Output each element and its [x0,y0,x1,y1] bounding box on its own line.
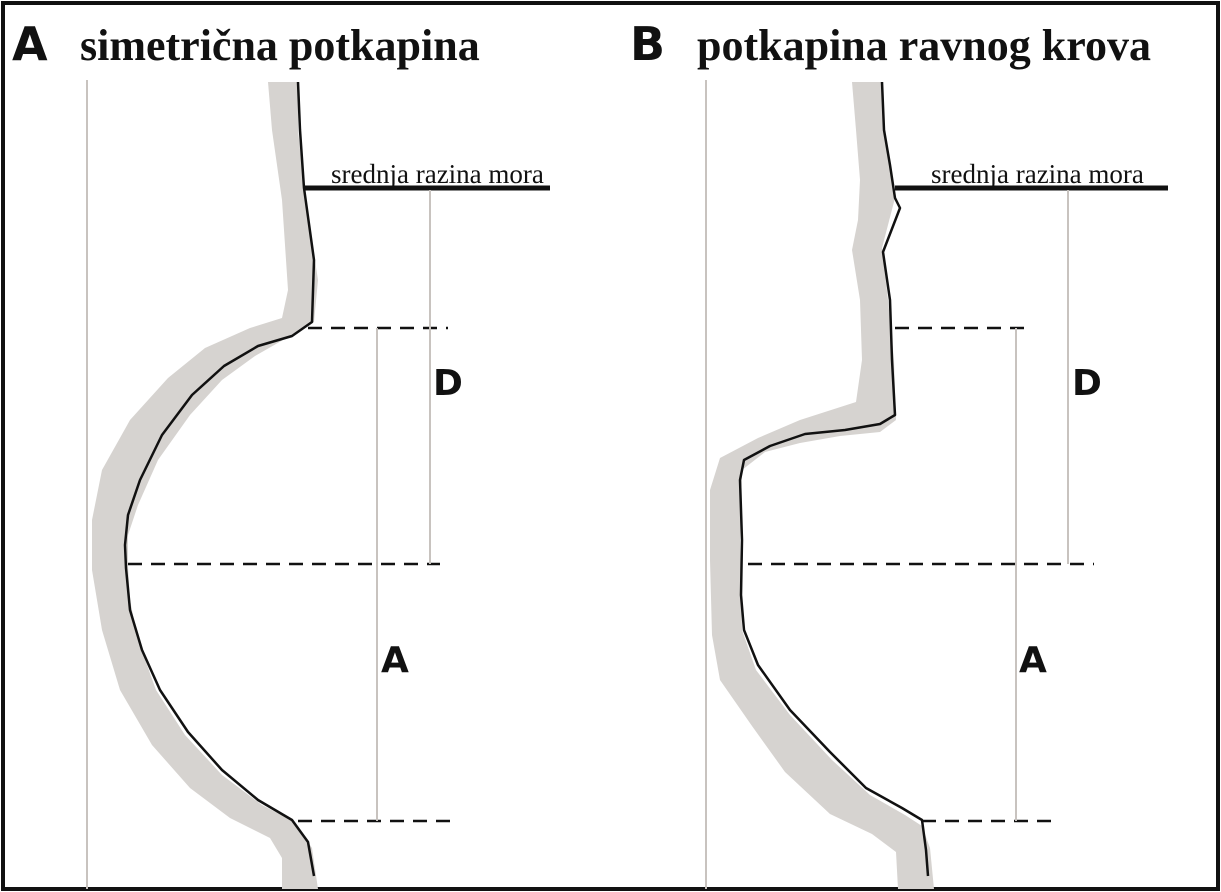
panel-b-title: potkapina ravnog krova [697,21,1151,70]
panel-b-depth-label: D [1072,363,1102,404]
panel-b-rock-outline [740,82,928,876]
panel-a-rock-band [92,82,318,889]
panel-b-sea-level-label: srednja razina mora [931,159,1144,189]
panel-b: B potkapina ravnog krova srednja razina … [630,17,1168,889]
panel-b-rock-band [710,82,934,889]
panel-b-letter: B [630,17,665,71]
panel-a-letter: A [12,17,48,71]
panel-a-amplitude-label: A [381,640,409,681]
panel-a-title: simetrična potkapina [80,21,480,70]
panel-b-amplitude-label: A [1019,640,1047,681]
panel-a-depth-label: D [433,363,463,404]
panel-a: A simetrična potkapina srednja razina mo… [12,17,550,889]
panel-a-sea-level-label: srednja razina mora [331,159,544,189]
